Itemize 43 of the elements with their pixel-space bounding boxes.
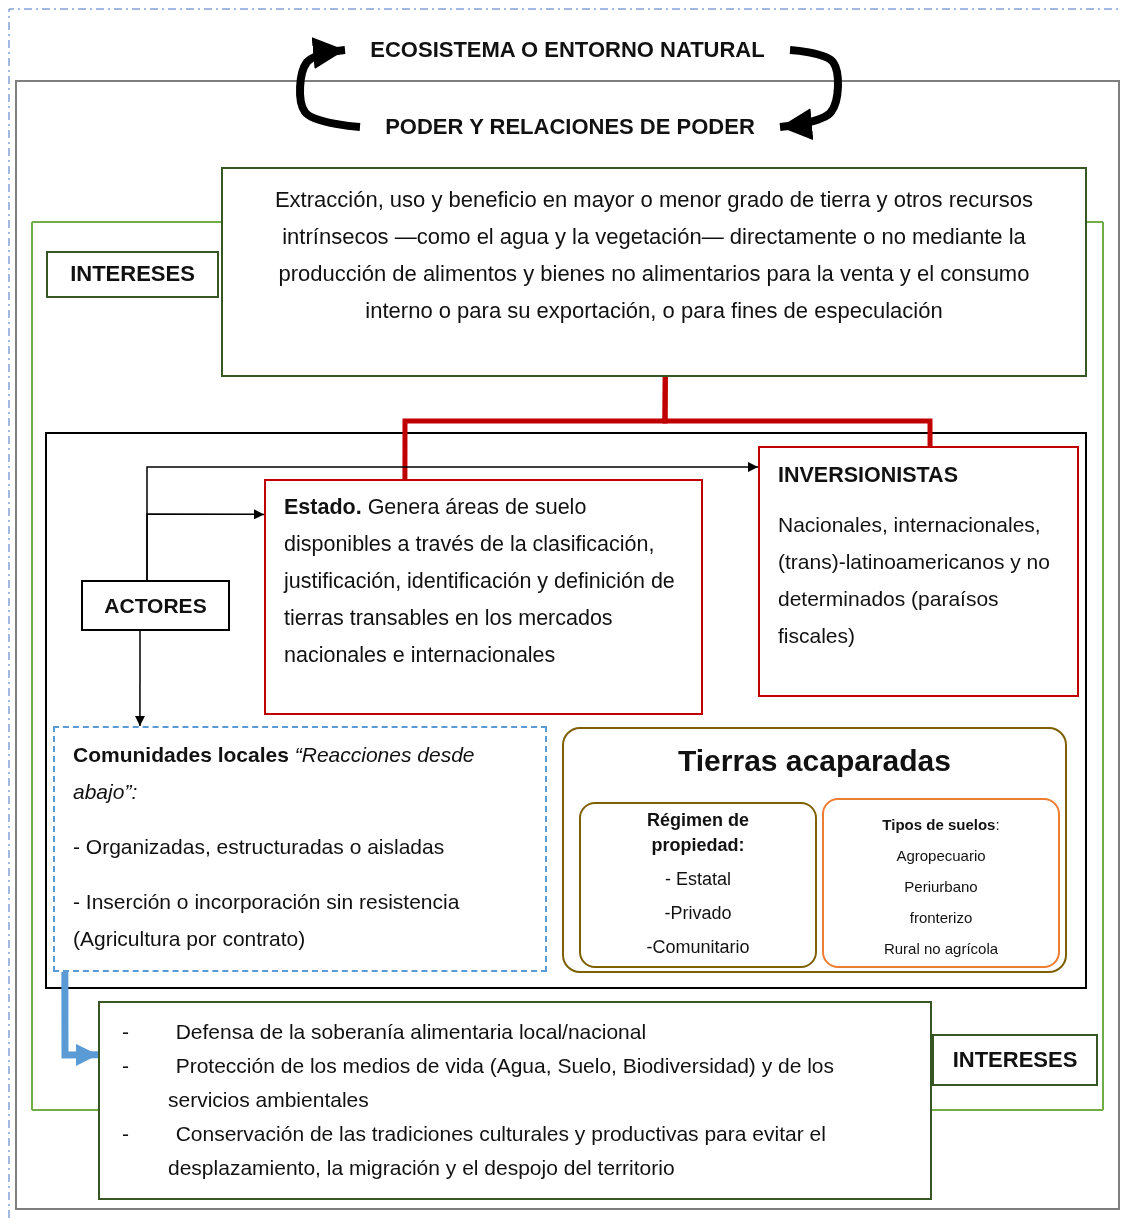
- curved-arrow: [779, 46, 842, 140]
- list-item: - Protección de los medios de vida (Agua, Suelo, Biodiversidad) y de los servicios ambientales: [122, 1053, 836, 1113]
- list-item: -Privado: [663, 902, 733, 925]
- label-box: [81, 580, 230, 631]
- actor-box: [758, 446, 1079, 697]
- label-box: [46, 251, 219, 298]
- description-box: [221, 167, 1087, 377]
- list-item: Agropecuario: [895, 846, 987, 866]
- arrow: [146, 509, 265, 581]
- list-item: Periurbano: [903, 877, 979, 897]
- curved-arrow: [296, 37, 361, 131]
- actor-box: [264, 479, 703, 715]
- list-item: - Organizadas, estructuradas o aisladas: [73, 834, 446, 860]
- label-text: INTERESES: [70, 261, 195, 288]
- list-box: [98, 1001, 932, 1200]
- list-item: -Comunitario: [645, 936, 751, 959]
- community-box: [53, 726, 547, 972]
- category-box: [579, 802, 817, 968]
- heading: Tierras acaparadas: [677, 743, 952, 779]
- list-item: Rural no agrícola: [882, 939, 1000, 959]
- list-item: - Conservación de las tradiciones culturales y productivas para evitar el desplazamiento, la migración y el despojo del territorio: [122, 1121, 827, 1181]
- label-box: [932, 1034, 1098, 1086]
- description-text: Nacionales, internacionales, (trans)-latinoamericanos y no determinados (paraísos fiscales): [778, 512, 1051, 649]
- list-item: - Defensa de la soberanía alimentaria local/nacional: [122, 1019, 648, 1045]
- land-panel: [562, 727, 1067, 973]
- list-item: fronterizo: [908, 908, 974, 928]
- heading: INVERSIONISTAS: [778, 462, 959, 489]
- description-text: Extracción, uso y beneficio en mayor o menor grado de tierra y otros recursos intrínsecos —como el agua y la vegetación— directamente o no mediante la producción de alimentos y bienes no alimentarios para la venta y el consumo interno o para su exportación, o para fines de especulación: [273, 186, 1035, 325]
- arrow: [61, 972, 99, 1067]
- heading: Comunidades locales “Reacciones desde abajo”:: [73, 742, 476, 805]
- description-text: Estado. Genera áreas de suelo disponibles a través de la clasificación, justificación, identificación y definición de tierras transables en los mercados nacionales e internacionales: [284, 494, 676, 669]
- heading: ECOSISTEMA O ENTORNO NATURAL: [345, 33, 790, 67]
- label-text: INTERESES: [952, 1046, 1078, 1074]
- arrow: [134, 630, 145, 727]
- list-item: - Estatal: [664, 868, 732, 891]
- heading: Tipos de suelos:: [881, 815, 1001, 835]
- heading: PODER Y RELACIONES DE PODER: [360, 110, 780, 144]
- connector-line: [662, 377, 933, 446]
- heading: Régimen de propiedad:: [646, 809, 750, 857]
- category-box: [822, 798, 1060, 968]
- list-item: - Inserción o incorporación sin resistencia (Agricultura por contrato): [73, 889, 461, 952]
- label-text: ACTORES: [104, 592, 207, 619]
- actors-panel: [45, 432, 1087, 989]
